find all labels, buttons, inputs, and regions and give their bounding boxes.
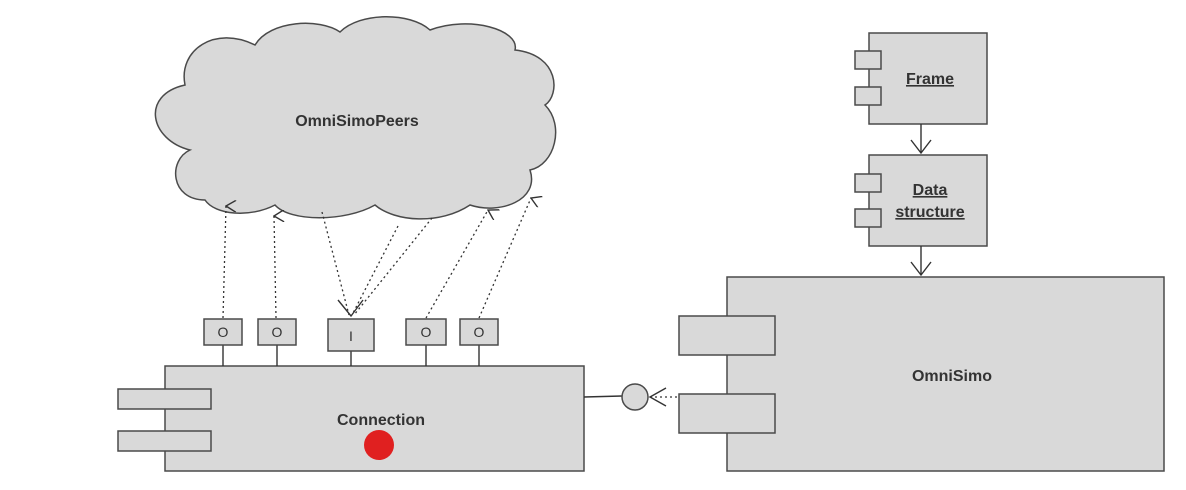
frame-to-data-arrowhead — [910, 139, 932, 155]
omnisimo-component: OmniSimo — [678, 276, 1165, 472]
connection-tab-top — [117, 388, 212, 410]
port-o-4-label: O — [474, 324, 485, 340]
connection-ports: O O I O O — [203, 318, 499, 366]
interface-arrowhead — [648, 387, 667, 407]
data-structure-tab-top — [854, 173, 882, 193]
frame-box — [868, 32, 988, 125]
port-o-3: O — [405, 318, 447, 346]
port-o-4: O — [459, 318, 499, 346]
data-structure-component: Data structure — [854, 154, 988, 247]
frame-tab-top — [854, 50, 882, 70]
omnisimo-tab-top — [678, 315, 776, 356]
data-structure-box — [868, 154, 988, 247]
data-structure-tab-bottom — [854, 208, 882, 228]
dependency-line-o1 — [222, 206, 226, 319]
connection-component: Connection — [117, 365, 585, 472]
port-i-label: I — [349, 328, 353, 344]
frame-component: Frame — [854, 32, 988, 125]
provided-interface — [583, 383, 679, 411]
frame-tab-bottom — [854, 86, 882, 106]
port-o-2-label: O — [272, 324, 283, 340]
port-o-3-label: O — [421, 324, 432, 340]
dependency-line-o3 — [425, 210, 488, 319]
interface-stem — [583, 395, 623, 398]
dependency-line-o2 — [274, 216, 276, 319]
omnisimopeers-cloud: OmniSimoPeers — [154, 16, 557, 220]
red-marker-dot — [364, 430, 394, 460]
port-o-2: O — [257, 318, 297, 346]
cloud-label: OmniSimoPeers — [295, 113, 419, 130]
data-structure-label-line2: structure — [895, 204, 964, 221]
omnisimo-tab-bottom — [678, 393, 776, 434]
interface-lollipop — [621, 383, 649, 411]
port-dependencies — [222, 198, 531, 319]
frame-label: Frame — [906, 71, 954, 88]
data-structure-label-line1: Data — [913, 182, 948, 199]
omnisimo-label: OmniSimo — [912, 368, 992, 385]
connection-tab-bottom — [117, 430, 212, 452]
port-i: I — [327, 318, 375, 352]
dependency-line-i1 — [321, 211, 350, 316]
i-port-arrowhead — [337, 299, 364, 318]
data-to-omnisimo-arrowhead — [910, 261, 932, 277]
port-o-1: O — [203, 318, 243, 346]
port-o-1-label: O — [218, 324, 229, 340]
dependency-line-i3 — [353, 217, 433, 316]
connection-label: Connection — [337, 412, 425, 429]
omnisimo-box — [726, 276, 1165, 472]
dependency-line-i2 — [351, 225, 399, 316]
connection-box — [164, 365, 585, 472]
dependency-line-o4 — [478, 198, 531, 319]
